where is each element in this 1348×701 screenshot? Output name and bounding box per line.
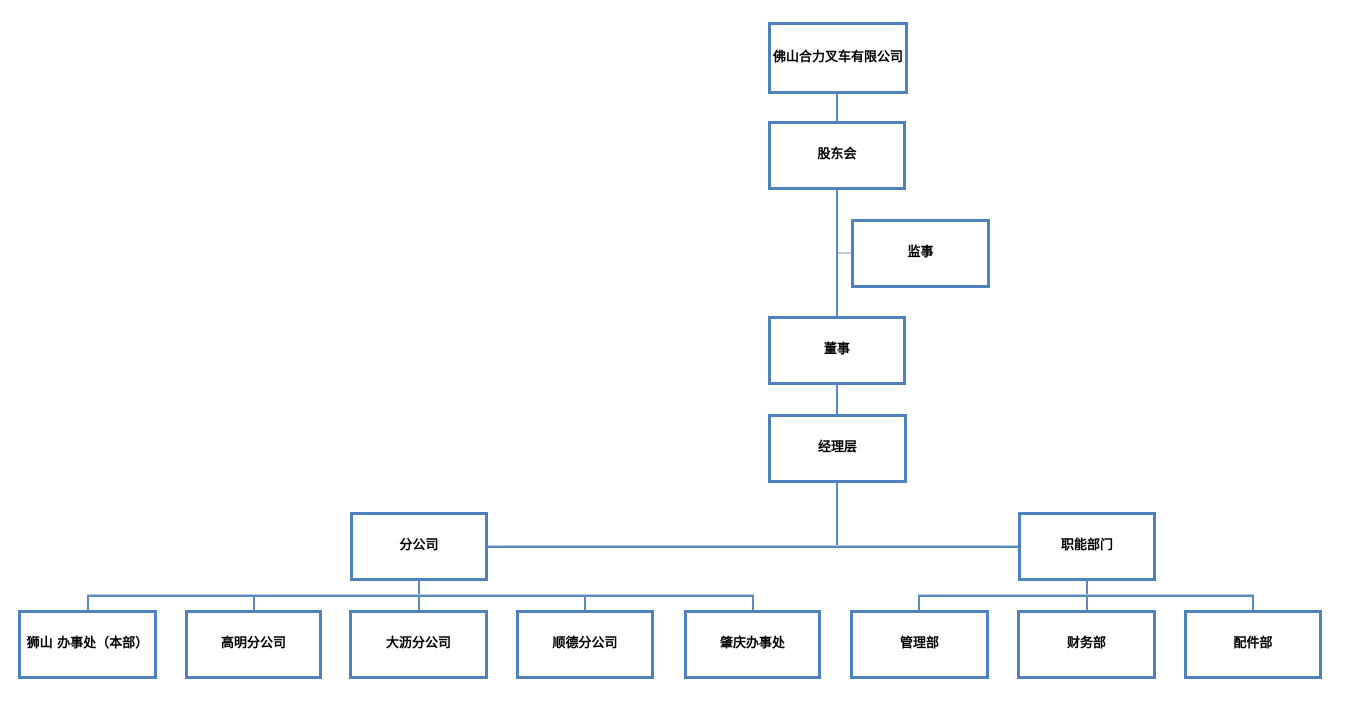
connector-line	[1086, 595, 1088, 610]
connector-line	[752, 595, 754, 610]
org-node-label: 经理层	[817, 440, 857, 456]
org-node-label: 高明分公司	[220, 636, 286, 652]
org-node-label: 大沥分公司	[385, 636, 451, 652]
org-node-label: 配件部	[1233, 636, 1273, 652]
connector-line	[836, 483, 838, 547]
connector-line	[418, 581, 420, 595]
connector-line	[1086, 581, 1088, 595]
org-node-label: 佛山合力叉车有限公司	[773, 49, 904, 65]
connector-line	[918, 595, 920, 610]
org-node-dali: 大沥分公司	[349, 610, 488, 679]
org-node-shareholders: 股东会	[768, 121, 906, 190]
org-node-gaoming: 高明分公司	[185, 610, 322, 679]
org-node-admin: 管理部	[850, 610, 989, 679]
org-node-label: 狮山 办事处（本部）	[26, 636, 149, 652]
org-node-label: 管理部	[899, 636, 939, 652]
connector-line	[1252, 595, 1254, 610]
org-node-label: 董事	[823, 342, 850, 358]
connector-line	[87, 595, 89, 610]
org-node-functional: 职能部门	[1018, 512, 1156, 581]
org-node-label: 分公司	[399, 538, 439, 554]
org-node-shishan: 狮山 办事处（本部）	[18, 610, 157, 679]
org-node-zhaoqing: 肇庆办事处	[684, 610, 821, 679]
org-node-label: 顺德分公司	[552, 636, 618, 652]
org-node-supervisor: 监事	[851, 219, 990, 288]
org-node-branches: 分公司	[350, 512, 488, 581]
connector-line	[836, 384, 838, 414]
connector-line	[253, 595, 255, 610]
org-node-parts: 配件部	[1184, 610, 1322, 679]
connector-line	[87, 594, 754, 597]
connector-line	[488, 545, 1018, 548]
org-node-label: 财务部	[1066, 636, 1106, 652]
org-node-label: 股东会	[817, 147, 857, 163]
org-node-management: 经理层	[768, 414, 907, 483]
org-node-finance: 财务部	[1017, 610, 1156, 679]
connector-line	[836, 190, 838, 316]
org-node-label: 职能部门	[1060, 538, 1113, 554]
org-node-label: 监事	[907, 245, 934, 261]
connector-line	[418, 595, 420, 610]
org-node-shunde: 顺德分公司	[516, 610, 654, 679]
connector-line	[836, 94, 838, 121]
connector-line	[838, 252, 851, 254]
org-node-label: 肇庆办事处	[719, 636, 785, 652]
org-node-director: 董事	[768, 316, 906, 385]
connector-line	[584, 595, 586, 610]
org-node-company: 佛山合力叉车有限公司	[768, 22, 908, 94]
